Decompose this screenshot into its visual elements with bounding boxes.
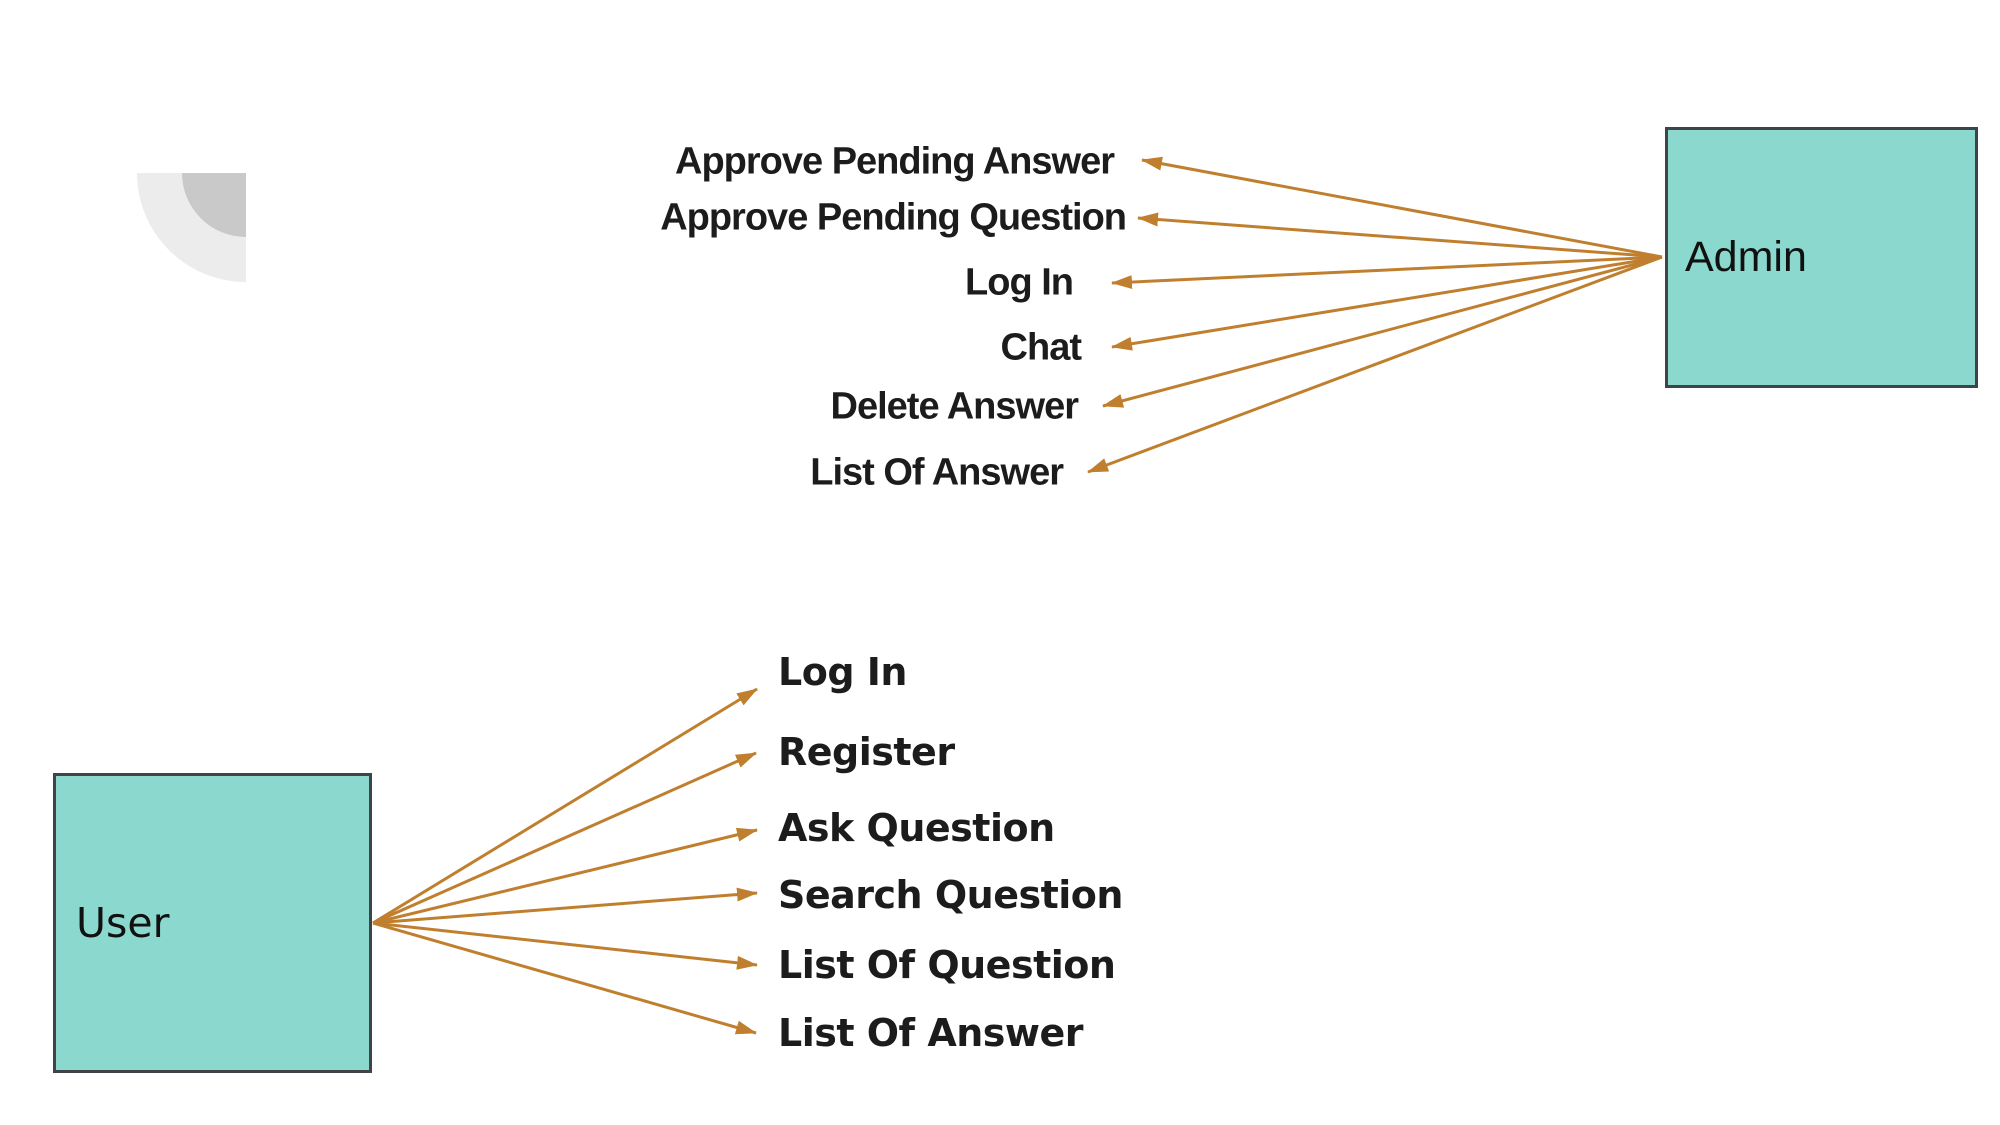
arrow-user-1	[372, 751, 757, 925]
use-case-register: Register	[778, 730, 955, 774]
use-case-admin-list-of-answer: List Of Answer	[810, 451, 1064, 494]
use-case-approve-pending-answer: Approve Pending Answer	[675, 140, 1115, 183]
use-case-approve-pending-question: Approve Pending Question	[660, 196, 1127, 239]
arrow-user-5	[372, 921, 757, 1035]
actor-box-admin: Admin	[1665, 127, 1978, 388]
use-case-user-list-of-answer: List Of Answer	[778, 1011, 1084, 1055]
arrow-user-3	[372, 887, 758, 925]
arrow-admin-2	[1111, 255, 1663, 290]
use-case-chat: Chat	[1000, 326, 1082, 369]
use-case-admin-log-in: Log In	[965, 261, 1074, 304]
arrow-admin-3	[1111, 255, 1663, 351]
arrow-admin-1	[1137, 212, 1663, 259]
arrow-user-0	[372, 687, 758, 925]
use-case-user-log-in: Log In	[778, 650, 907, 694]
quarter-circle-decoration	[137, 173, 246, 282]
use-case-delete-answer: Delete Answer	[830, 385, 1079, 428]
arrow-admin-4	[1102, 255, 1663, 408]
use-case-search-question: Search Question	[778, 873, 1123, 917]
use-case-ask-question: Ask Question	[778, 806, 1055, 850]
actor-label-admin: Admin	[1685, 233, 1807, 281]
arrow-user-4	[372, 921, 758, 970]
actor-box-user: User	[53, 773, 372, 1073]
arrow-admin-5	[1087, 255, 1663, 474]
actor-label-user: User	[76, 899, 170, 947]
use-case-list-of-question: List Of Question	[778, 943, 1116, 987]
arrow-user-2	[372, 827, 758, 925]
arrow-admin-0	[1141, 156, 1663, 259]
